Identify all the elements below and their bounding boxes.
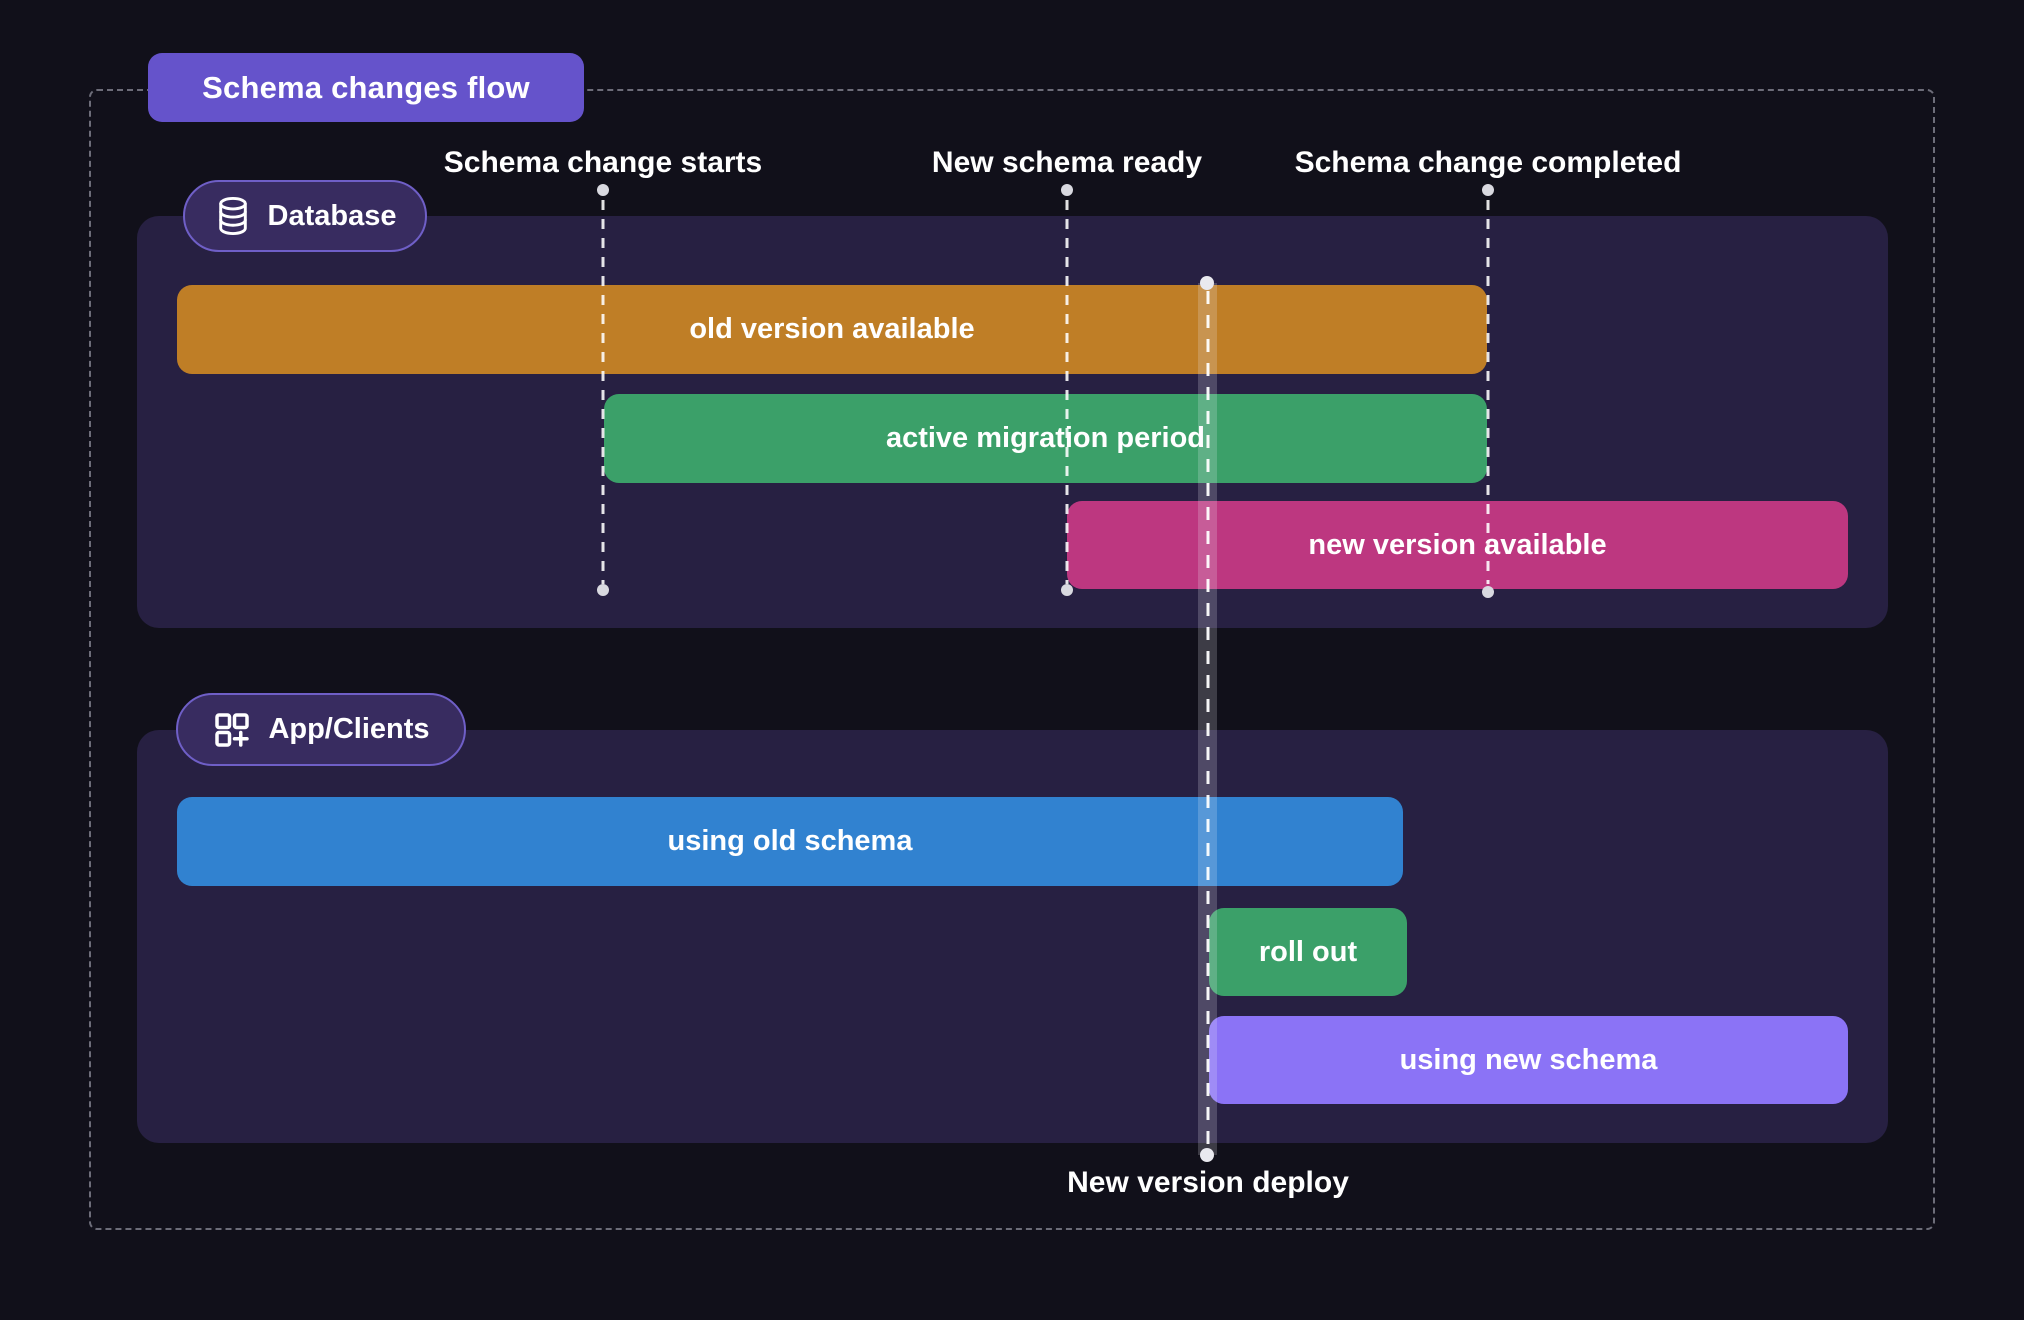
deploy-label: New version deploy — [1067, 1166, 1349, 1199]
milestone-line-new-schema-ready — [1065, 200, 1069, 584]
app-clients-badge: App/Clients — [176, 693, 466, 766]
bar-using-old-schema: using old schema — [177, 797, 1403, 886]
milestone-line-schema-change-completed — [1486, 200, 1490, 584]
bar-label: active migration period — [885, 422, 1206, 454]
milestone-dot-bottom — [597, 584, 609, 596]
bar-using-new-schema: using new schema — [1209, 1016, 1848, 1104]
bar-label: roll out — [1258, 935, 1358, 968]
diagram-frame — [89, 89, 1935, 1230]
milestone-dot-top — [1061, 184, 1073, 196]
bar-label: new version available — [1308, 528, 1607, 561]
milestone-label-schema-change-completed: Schema change completed — [1294, 146, 1682, 179]
bar-roll-out: roll out — [1209, 908, 1407, 996]
deploy-line-dash — [1206, 291, 1209, 1147]
milestone-dot-bottom — [1061, 584, 1073, 596]
deploy-dot-top — [1200, 276, 1214, 290]
diagram-title: Schema changes flow — [202, 69, 530, 105]
grid-plus-icon — [212, 710, 252, 750]
diagram-title-badge: Schema changes flow — [148, 53, 584, 122]
milestone-dot-bottom — [1482, 586, 1494, 598]
milestone-line-schema-change-starts — [601, 200, 605, 584]
deploy-line — [1198, 283, 1217, 1155]
milestone-label-new-schema-ready: New schema ready — [931, 146, 1203, 179]
deploy-dot-bottom — [1200, 1148, 1214, 1162]
bar-active-migration-period: active migration period — [604, 394, 1487, 483]
database-badge-label: Database — [267, 199, 397, 232]
bar-new-version-available: new version available — [1067, 501, 1848, 589]
bar-label: old version available — [689, 313, 975, 345]
app-clients-badge-label: App/Clients — [268, 713, 430, 745]
database-icon — [214, 196, 252, 236]
bar-label: using old schema — [667, 825, 913, 857]
bar-old-version-available: old version available — [177, 285, 1487, 374]
milestone-dot-top — [1482, 184, 1494, 196]
bar-label: using new schema — [1399, 1043, 1658, 1076]
milestone-label-schema-change-starts: Schema change starts — [443, 146, 763, 179]
database-badge: Database — [183, 180, 427, 252]
milestone-dot-top — [597, 184, 609, 196]
